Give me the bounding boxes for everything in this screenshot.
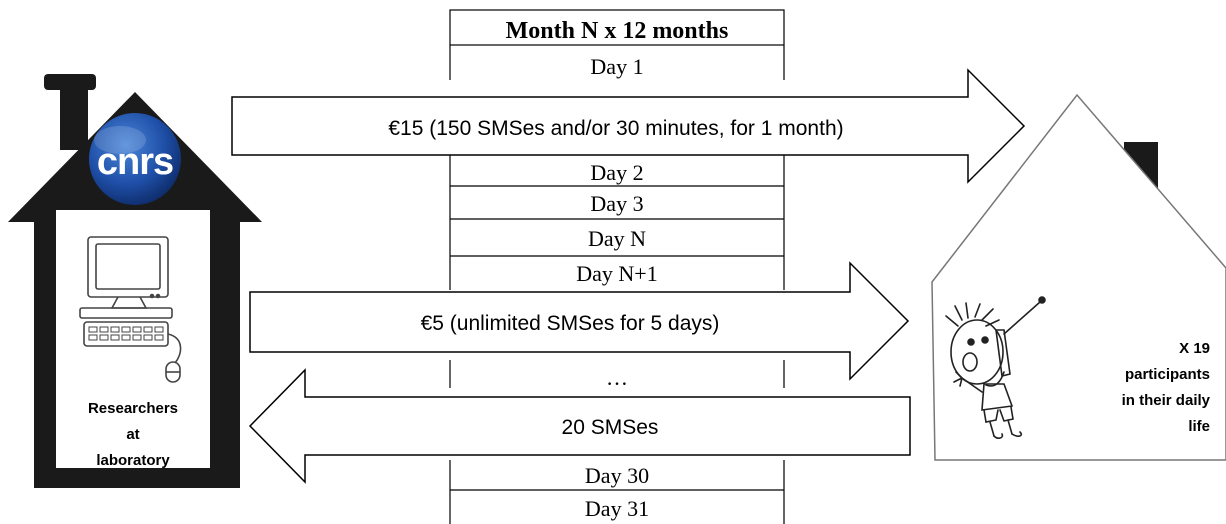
arrow-bottom-label: 20 SMSes [562, 416, 659, 439]
calendar-day-n: Day N [588, 226, 646, 251]
right-house-label-line-4: life [1188, 418, 1210, 435]
arrow-middle-label: €5 (unlimited SMSes for 5 days) [421, 312, 720, 335]
calendar-header: Month N x 12 months [506, 18, 729, 44]
right-house-label-line-3: in their daily [1122, 392, 1211, 409]
cnrs-logo-text: cnrs [97, 141, 173, 183]
arrow-top-label: €15 (150 SMSes and/or 30 minutes, for 1 … [388, 117, 843, 140]
calendar-ellipsis: … [606, 365, 628, 390]
left-house [8, 74, 262, 488]
left-house-label-line-3: laboratory [96, 452, 170, 469]
left-house-label-line-1: Researchers [88, 400, 178, 417]
calendar-day-2: Day 2 [590, 160, 643, 185]
left-house-chimney [60, 80, 88, 150]
right-house-label-line-1: X 19 [1179, 340, 1210, 357]
calendar-day-n-plus-1: Day N+1 [576, 261, 657, 286]
calendar-header-box [449, 9, 785, 46]
cnrs-logo: cnrs [89, 113, 181, 205]
calendar-day-1: Day 1 [590, 54, 643, 79]
calendar-day-30: Day 30 [585, 463, 649, 488]
calendar-table [449, 9, 785, 524]
arrow-bottom [248, 368, 911, 484]
computer-icon [79, 236, 182, 383]
calendar-day-31: Day 31 [585, 496, 649, 521]
arrow-top [231, 68, 1026, 184]
right-house-label-line-2: participants [1125, 366, 1210, 383]
arrow-middle [249, 261, 910, 381]
child-on-phone-icon [945, 296, 1046, 439]
left-house-label-line-2: at [126, 426, 139, 443]
calendar-day-3: Day 3 [590, 191, 643, 216]
right-house [931, 93, 1226, 461]
